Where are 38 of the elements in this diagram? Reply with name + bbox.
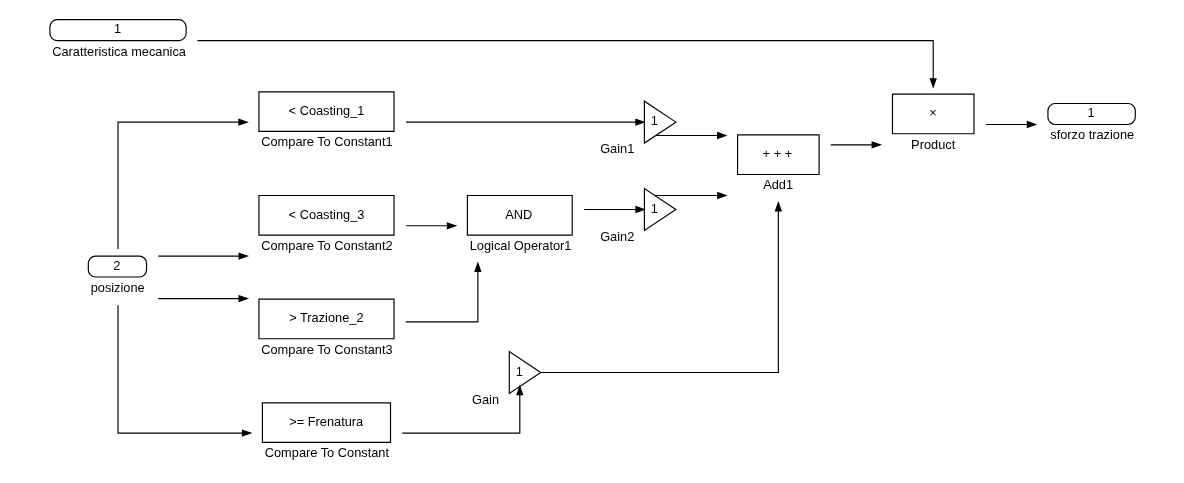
node-label: Logical Operator1	[469, 238, 572, 253]
node-label: Compare To Constant2	[261, 238, 393, 253]
node-box: AND	[466, 194, 573, 236]
node-label: Compare To Constant1	[261, 134, 393, 150]
arrow	[405, 118, 646, 126]
node-label: Compare To Constant	[264, 445, 389, 461]
arrow	[117, 304, 253, 437]
arrow	[985, 120, 1038, 129]
arrow	[157, 252, 249, 260]
node-box: > Trazione_2	[258, 298, 395, 340]
node-label: sforzo trazione	[1050, 127, 1135, 143]
node-box: < Coasting_1	[258, 91, 395, 133]
arrow	[401, 384, 524, 434]
node-label: Add1	[763, 177, 794, 193]
node-box: ×	[891, 93, 975, 135]
node-box: < Coasting_3	[258, 194, 395, 236]
node-label: Caratteristica mecanica	[52, 43, 186, 59]
arrow	[583, 205, 646, 214]
node-label: Compare To Constant3	[261, 341, 393, 357]
arrow	[405, 261, 482, 323]
node-box: 2	[87, 255, 148, 278]
node-label: Gain2	[600, 228, 635, 244]
node-label: Gain	[472, 391, 500, 407]
node-box: 1	[49, 19, 187, 42]
arrow	[540, 201, 782, 374]
node-label: Gain1	[600, 141, 635, 157]
arrow	[117, 118, 249, 250]
node-box: 1	[1047, 102, 1136, 126]
node-box: + + +	[737, 134, 820, 176]
arrow	[405, 222, 458, 230]
arrow	[157, 294, 249, 303]
arrow	[196, 40, 937, 89]
arrow	[655, 131, 728, 140]
arrow	[830, 141, 883, 149]
arrow	[654, 191, 728, 200]
node-label: Product	[911, 136, 956, 152]
node-box: >= Frenatura	[261, 402, 392, 443]
node-label: posizione	[90, 279, 145, 295]
